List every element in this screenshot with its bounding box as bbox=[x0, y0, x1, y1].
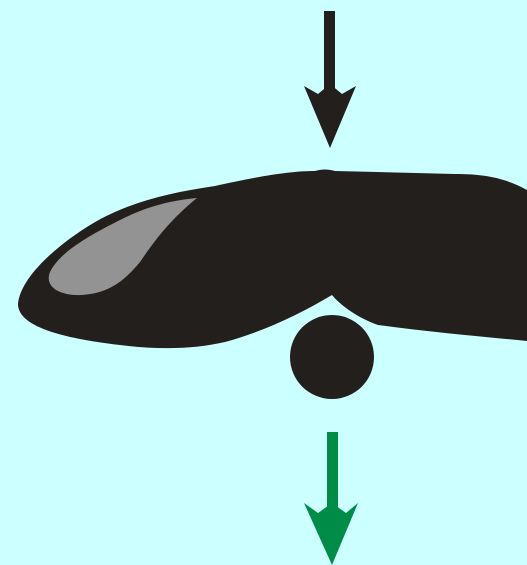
ball bbox=[290, 315, 374, 399]
output-arrow-shaft bbox=[327, 432, 338, 514]
